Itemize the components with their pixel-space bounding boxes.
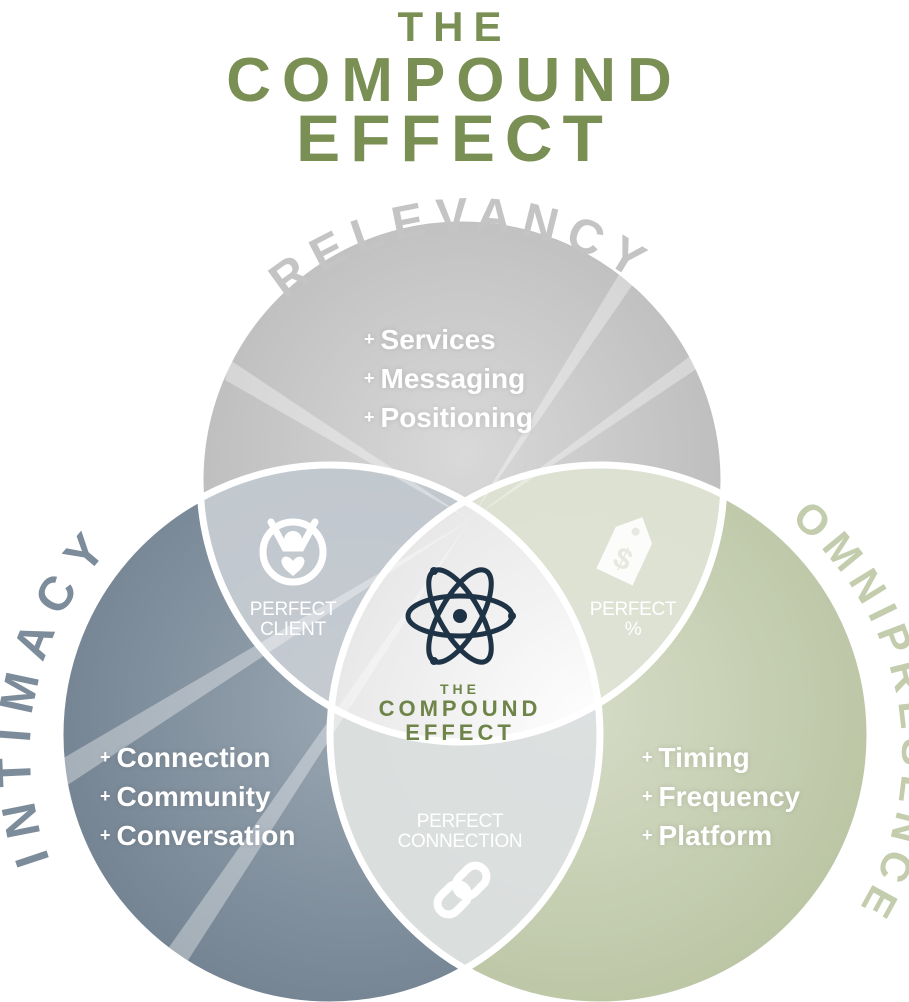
list-item: +Services <box>364 324 496 355</box>
perfect-connection-label: PERFECT CONNECTION <box>397 811 523 852</box>
perfect-percent-label: PERFECT % <box>589 599 677 640</box>
list-item: +Positioning <box>364 402 533 433</box>
price-tag-icon: $ <box>596 517 653 586</box>
center-title-the: THE <box>440 681 480 697</box>
center-title-compound: COMPOUND <box>378 696 542 721</box>
link-icon <box>433 861 491 919</box>
omnipresence-list: +Timing +Frequency +Platform <box>642 738 800 855</box>
relevancy-list: +Services +Messaging +Positioning <box>364 320 533 437</box>
list-item: +Connection <box>100 742 271 773</box>
list-item: +Messaging <box>364 363 526 394</box>
list-item: +Timing <box>642 742 750 773</box>
list-item: +Conversation <box>100 820 296 851</box>
title-line-the: THE <box>397 3 512 50</box>
list-item: +Community <box>100 781 271 812</box>
center-title-effect: EFFECT <box>405 720 515 745</box>
list-item: +Platform <box>642 820 773 851</box>
person-heart-icon <box>259 518 327 586</box>
intimacy-list: +Connection +Community +Conversation <box>100 738 295 855</box>
title-line-compound: COMPOUND <box>226 46 683 115</box>
title-line-effect: EFFECT <box>296 101 613 175</box>
center-overlap <box>330 465 600 742</box>
perfect-client-label: PERFECT CLIENT <box>249 599 337 640</box>
list-item: +Frequency <box>642 781 801 812</box>
atom-icon <box>405 567 516 665</box>
